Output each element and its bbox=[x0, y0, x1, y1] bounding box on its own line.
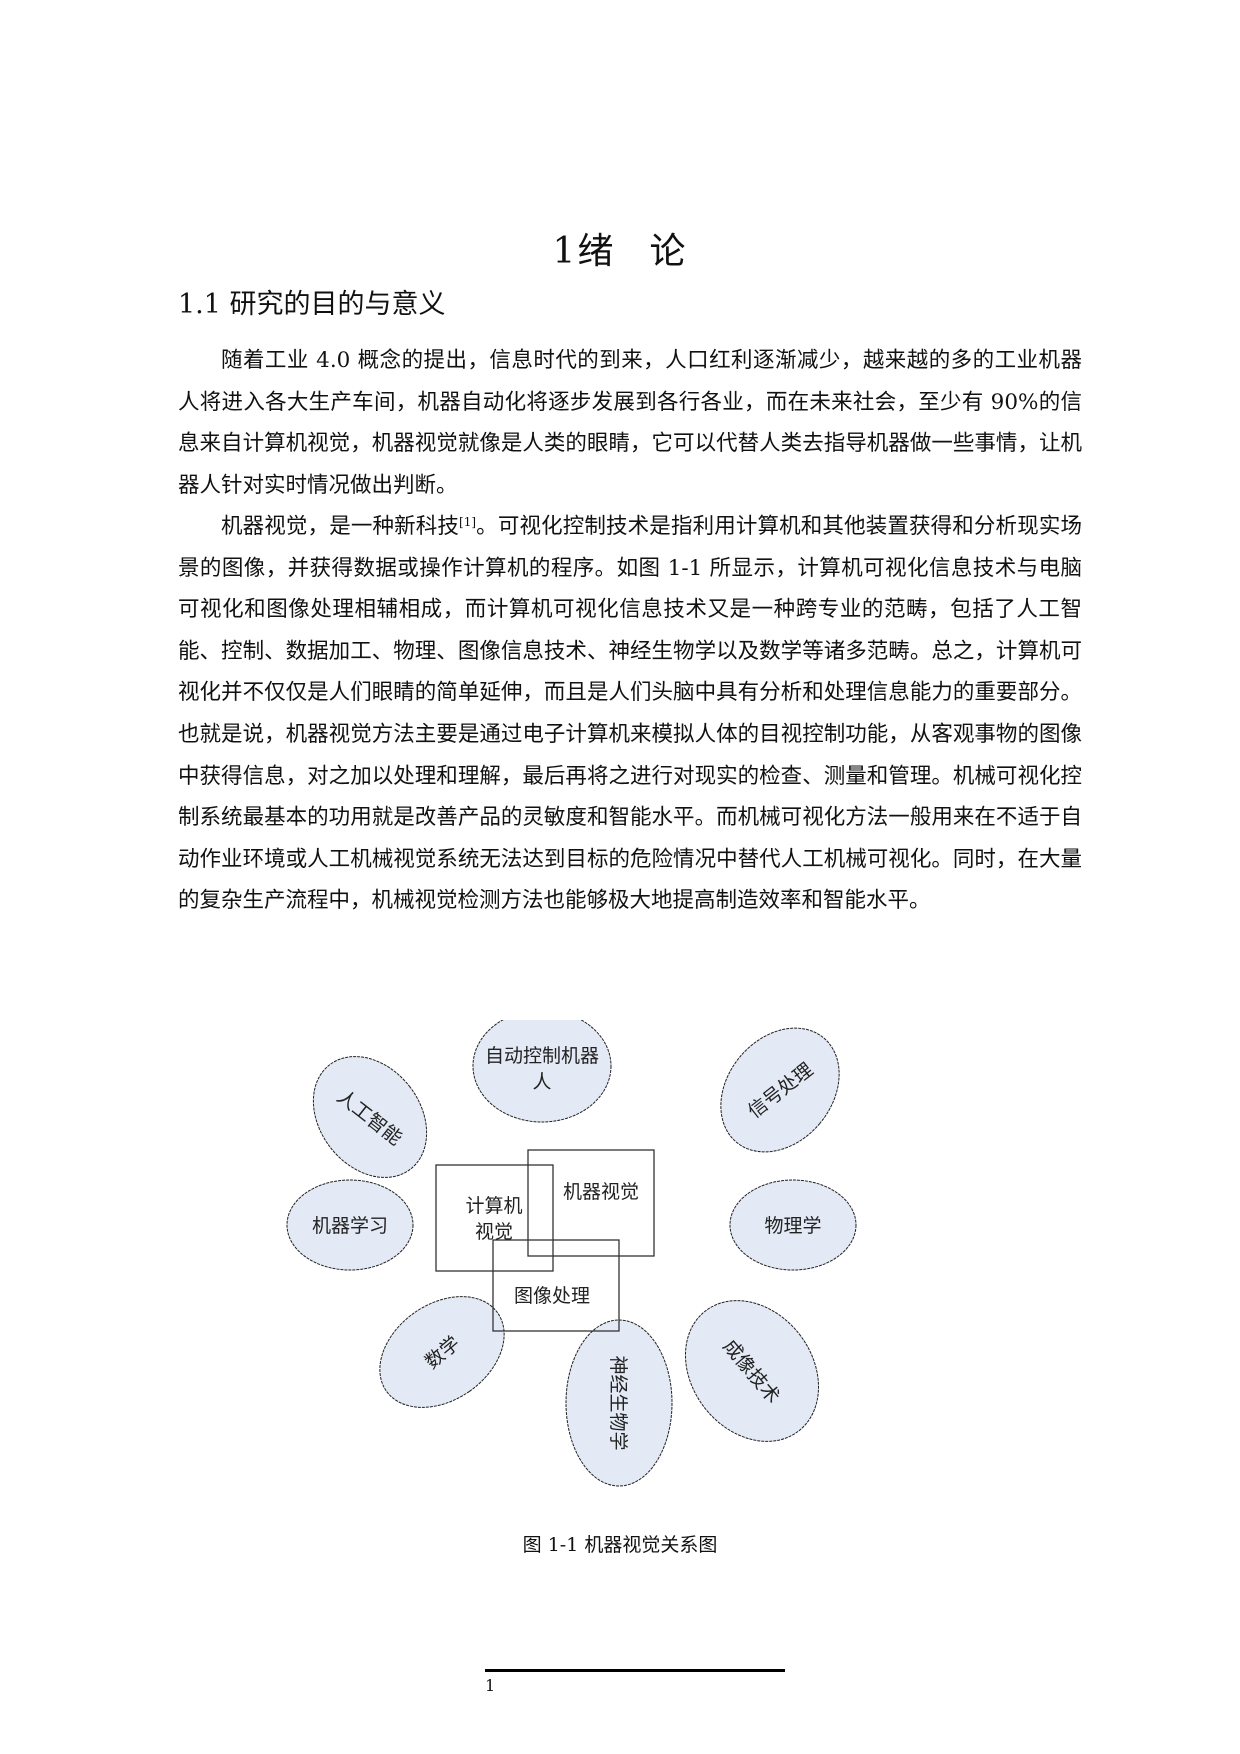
section-title: 1.1 研究的目的与意义 bbox=[178, 289, 446, 320]
citation-link[interactable]: [1] bbox=[459, 515, 477, 529]
label-computer-vision-2: 视觉 bbox=[475, 1221, 513, 1243]
chapter-title-b: 论 bbox=[649, 231, 688, 272]
paragraph-2-text-b: 。可视化控制技术是指利用计算机和其他装置获得和分析现实场景的图像，并获得数据或操… bbox=[178, 514, 1082, 914]
ellipse-robot bbox=[472, 1020, 612, 1123]
ellipse-math bbox=[379, 1296, 505, 1408]
footer-rule bbox=[485, 1669, 785, 1672]
ellipse-physics bbox=[729, 1179, 857, 1271]
label-neuro: 神经生物学 bbox=[607, 1355, 629, 1450]
paragraph-2-text-a: 机器视觉，是一种新科技 bbox=[221, 514, 460, 539]
label-image-processing: 图像处理 bbox=[514, 1285, 590, 1307]
paragraph-1: 随着工业 4.0 概念的提出，信息时代的到来，人口红利逐渐减少，越来越的多的工业… bbox=[178, 348, 1082, 498]
label-robot-2: 人 bbox=[532, 1071, 551, 1093]
figure-caption: 图 1-1 机器视觉关系图 bbox=[522, 1534, 718, 1556]
page-number: 1 bbox=[485, 1676, 496, 1695]
ellipse-ai bbox=[312, 1056, 428, 1178]
box-computer-vision bbox=[435, 1164, 554, 1272]
label-computer-vision-1: 计算机 bbox=[465, 1195, 522, 1217]
machine-vision-relationship-diagram: 人工智能 自动控制机器 人 信号处理 机器学习 物理学 数学 神经生物学 成像技… bbox=[280, 1020, 980, 1560]
chapter-number: 1 bbox=[552, 231, 578, 272]
label-ml: 机器学习 bbox=[312, 1215, 388, 1237]
ellipse-signal bbox=[720, 1027, 840, 1153]
chapter-title: 1绪论 bbox=[0, 222, 1240, 274]
ellipse-ml bbox=[286, 1179, 414, 1271]
label-robot-1: 自动控制机器 bbox=[485, 1045, 599, 1067]
box-image-processing bbox=[492, 1239, 620, 1332]
paragraph-2: 机器视觉，是一种新科技[1]。可视化控制技术是指利用计算机和其他装置获得和分析现… bbox=[178, 506, 1082, 922]
ellipse-imaging bbox=[684, 1300, 820, 1442]
label-physics: 物理学 bbox=[764, 1215, 821, 1237]
box-machine-vision bbox=[527, 1149, 655, 1257]
chapter-title-a: 绪 bbox=[577, 231, 616, 272]
label-machine-vision: 机器视觉 bbox=[563, 1181, 639, 1203]
ellipse-neuro bbox=[565, 1319, 673, 1487]
